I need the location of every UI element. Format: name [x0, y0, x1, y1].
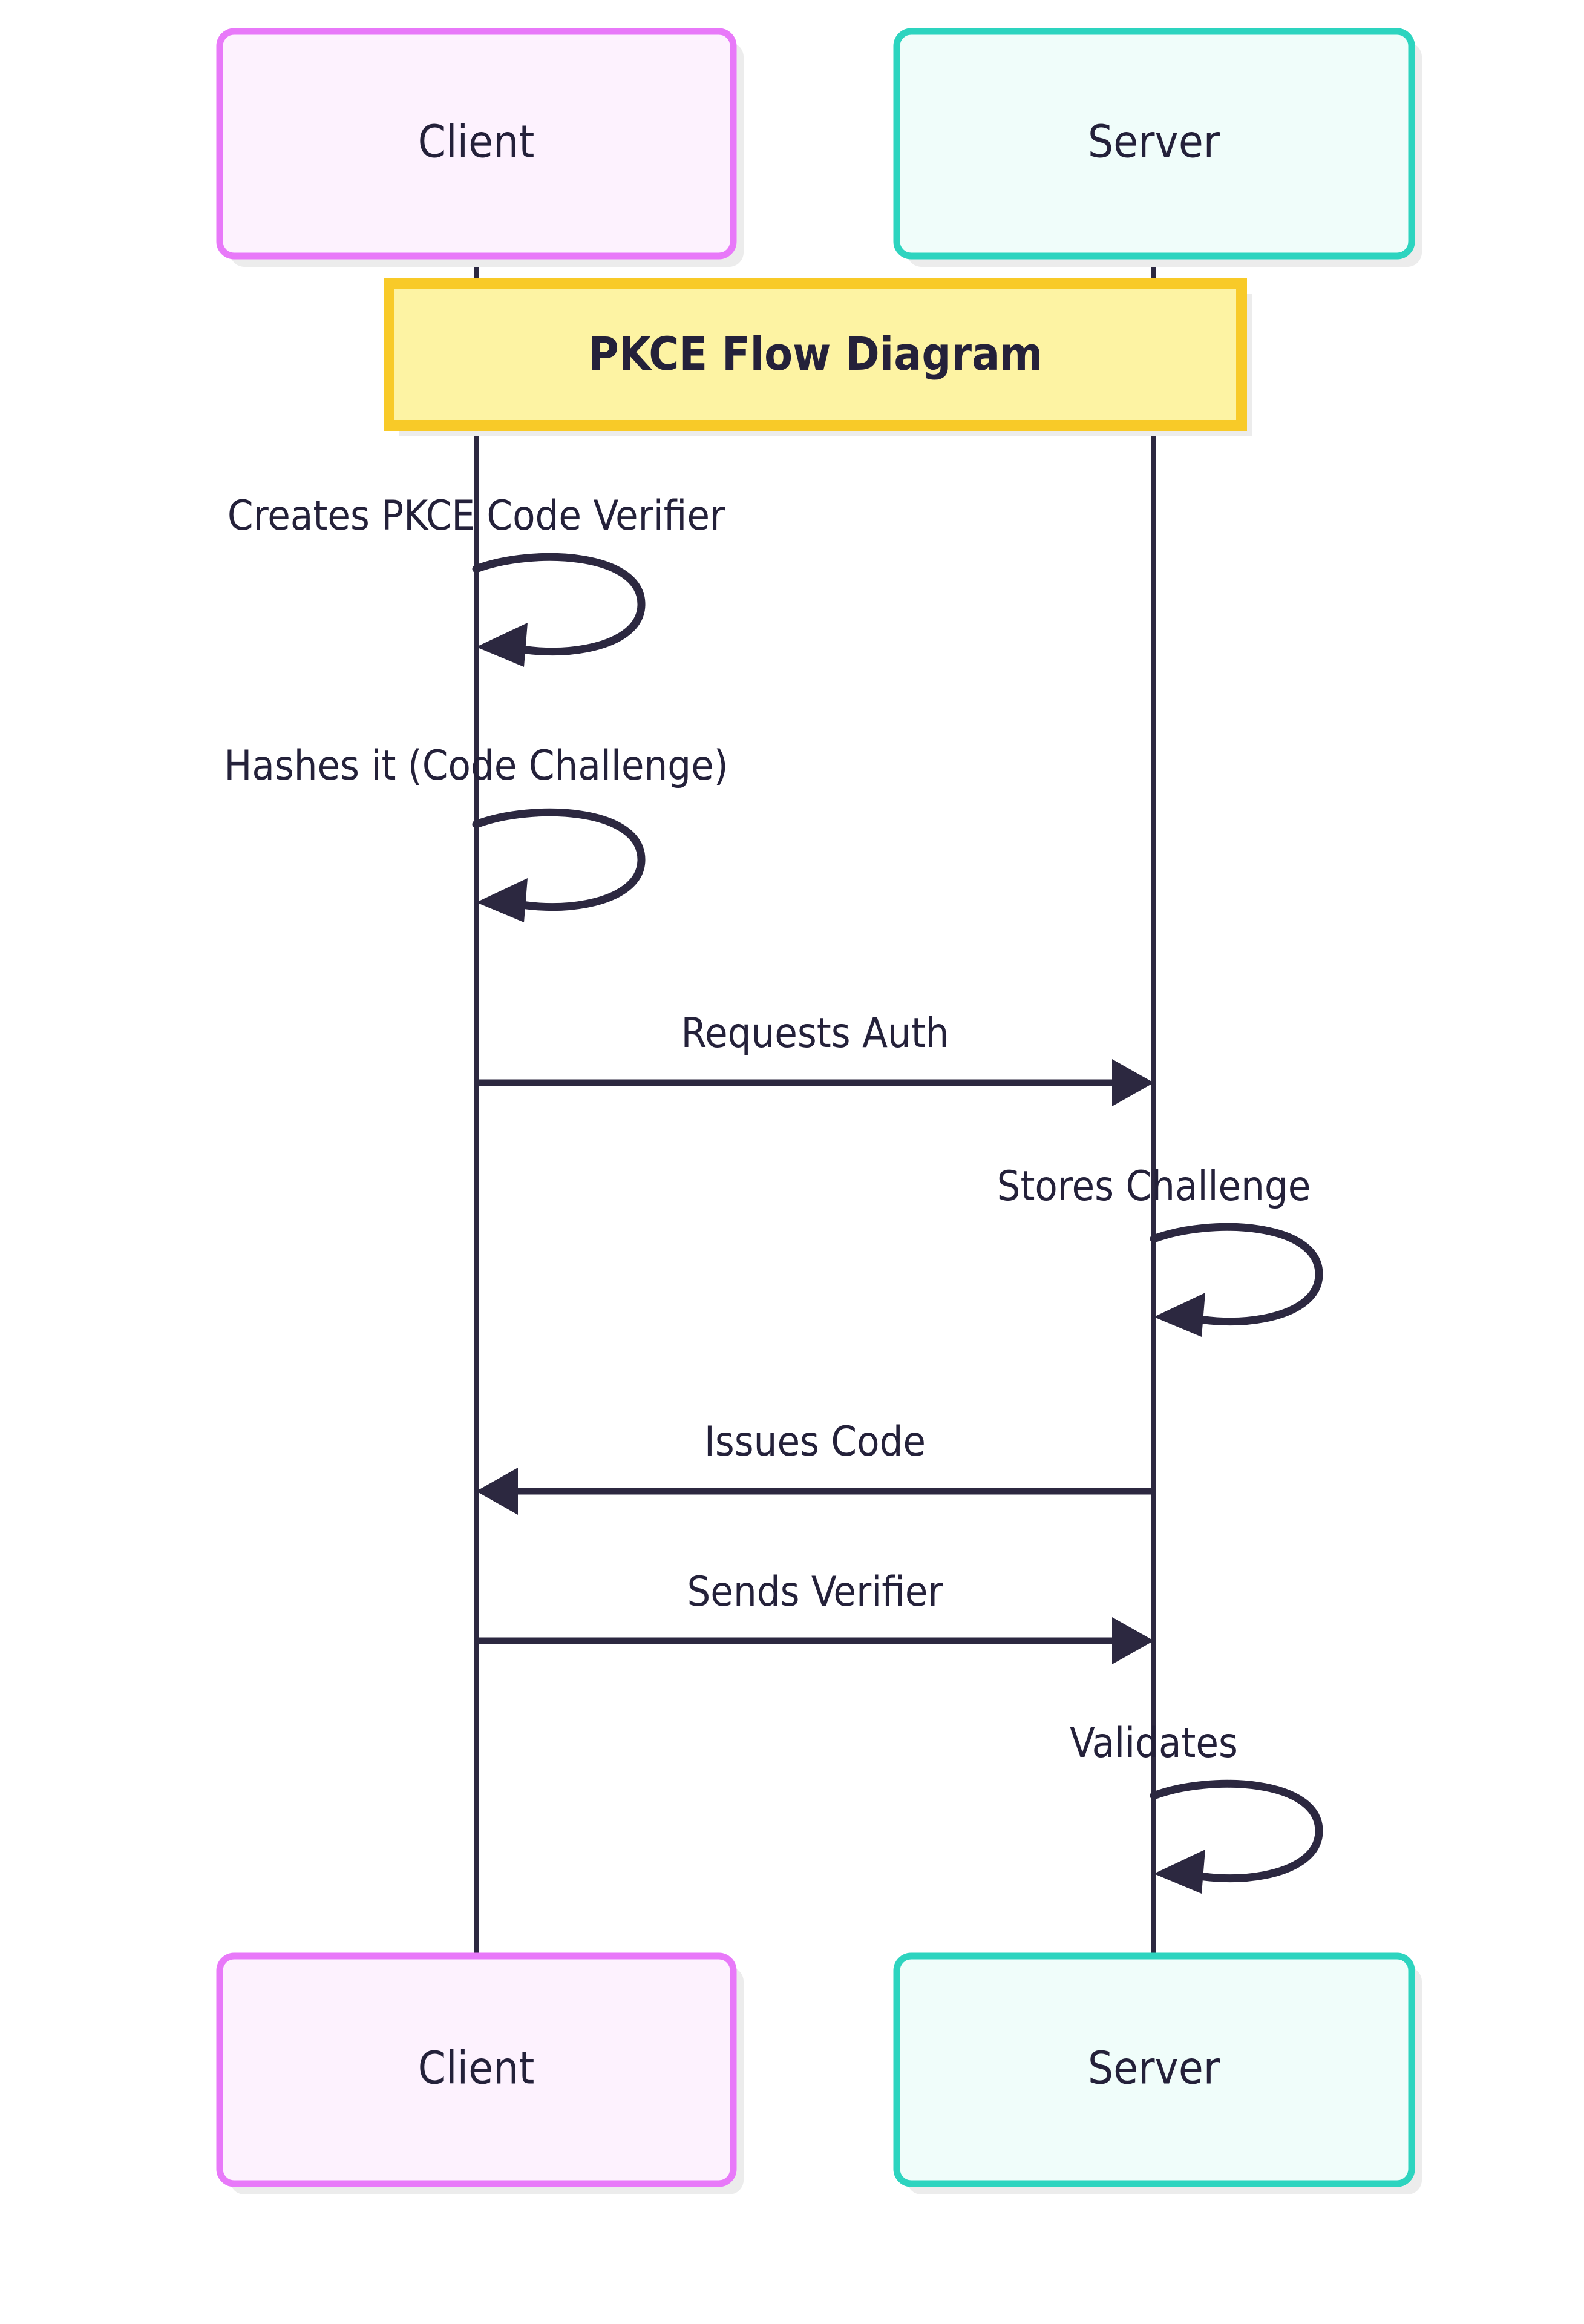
message-1-arrow-head	[476, 623, 528, 667]
actor-bottom-server[interactable]: Server	[893, 1952, 1422, 2194]
message-1-label: Creates PKCE Code Verifier	[227, 492, 725, 540]
message-2-label: Hashes it (Code Challenge)	[224, 742, 728, 790]
message-1-self-loop-path	[472, 553, 646, 656]
server-box-bottom[interactable]	[893, 1952, 1415, 2187]
message-2-hashes-it-code-challenge: Hashes it (Code Challenge)	[224, 742, 728, 922]
message-4-arrow-head	[1154, 1293, 1205, 1337]
client-box-top[interactable]	[216, 28, 737, 260]
server-label-top: Server	[1088, 116, 1220, 168]
message-4-stores-challenge: Stores Challenge	[997, 1163, 1323, 1337]
server-box-top[interactable]	[893, 28, 1415, 260]
actor-top-server[interactable]: Server	[893, 28, 1422, 267]
message-7-self-loop-path	[1150, 1779, 1323, 1883]
message-7-arrow-head	[1154, 1850, 1205, 1894]
actor-bottom-client[interactable]: Client	[216, 1952, 744, 2194]
title-banner: PKCE Flow Diagram	[384, 278, 1252, 436]
server-label-bottom: Server	[1088, 2043, 1220, 2095]
message-3-arrow-head	[1112, 1059, 1154, 1106]
message-6-sends-verifier: Sends Verifier	[476, 1568, 1154, 1664]
message-3-requests-auth: Requests Auth	[476, 1009, 1154, 1106]
client-label-bottom: Client	[418, 2043, 535, 2095]
title-banner-rect	[384, 278, 1247, 431]
title-banner-label: PKCE Flow Diagram	[589, 327, 1043, 381]
message-5-arrow-head	[476, 1468, 518, 1515]
message-2-self-loop-path	[472, 808, 646, 911]
message-2-arrow-head	[476, 878, 528, 922]
message-6-arrow-head	[1112, 1617, 1154, 1664]
client-box-bottom[interactable]	[216, 1952, 737, 2187]
message-3-label: Requests Auth	[681, 1009, 949, 1057]
actor-top-client[interactable]: Client	[216, 28, 744, 267]
message-7-label: Validates	[1070, 1719, 1238, 1767]
client-label-top: Client	[418, 116, 535, 168]
message-7-validates: Validates	[1070, 1719, 1323, 1894]
message-5-label: Issues Code	[704, 1418, 926, 1466]
message-6-label: Sends Verifier	[687, 1568, 943, 1616]
message-4-label: Stores Challenge	[997, 1163, 1311, 1210]
message-4-self-loop-path	[1150, 1223, 1323, 1326]
message-5-issues-code: Issues Code	[476, 1418, 1154, 1515]
message-1-creates-pkce-code-verifier: Creates PKCE Code Verifier	[227, 492, 725, 667]
lifelines-group	[474, 256, 1156, 1961]
